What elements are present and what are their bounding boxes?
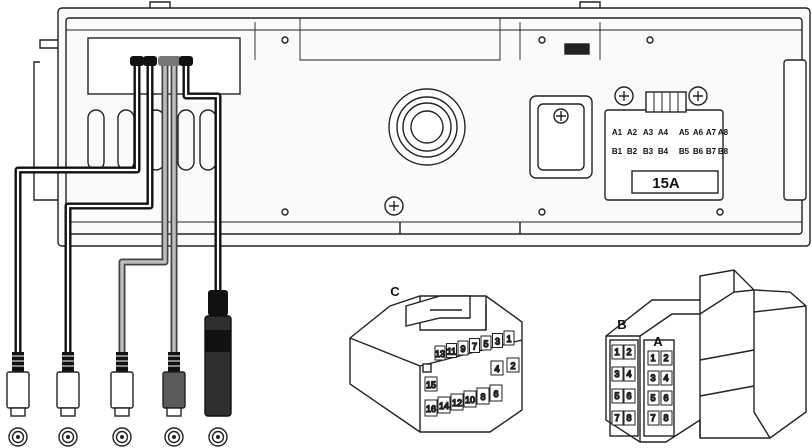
connector-b-pin-1: 1 (614, 347, 619, 357)
pin-label-b3: B3 (643, 147, 654, 156)
center-knob (388, 88, 466, 166)
connector-b-pin-4: 4 (626, 369, 631, 379)
rca-jack-icon (8, 427, 28, 447)
rca-jack-icon (58, 427, 78, 447)
pin-label-b7: B7 (706, 147, 717, 156)
connector-c-pin-7: 7 (472, 342, 477, 352)
rca-jack-icon (112, 427, 132, 447)
connector-a-pin-1: 1 (650, 353, 655, 363)
connector-c-pin-14: 14 (439, 401, 449, 411)
connector-c-pin-11: 11 (447, 347, 456, 357)
fuse-rating-label: 15A (652, 175, 680, 192)
pin-label-b2: B2 (627, 147, 638, 156)
connector-a-pin-4: 4 (663, 373, 668, 383)
connector-c-pin-3: 3 (495, 337, 500, 347)
rca-jack-icon (164, 427, 184, 447)
connector-c-pin-5: 5 (483, 339, 488, 349)
connector-c-pin-15: 15 (426, 380, 436, 390)
connector-a-pin-7: 7 (650, 413, 655, 423)
connector-a-pin-8: 8 (663, 413, 668, 423)
connector-a-pin-5: 5 (650, 393, 655, 403)
connector-c-pin-13: 13 (435, 349, 445, 359)
connector-b-pin-5: 5 (614, 391, 619, 401)
pin-label-a5: A5 (679, 128, 690, 137)
connector-c-pin-6: 6 (493, 389, 498, 399)
connector-a-pin-3: 3 (650, 373, 655, 383)
connector-b-pin-3: 3 (614, 369, 619, 379)
connector-c-label: C (390, 284, 400, 299)
pin-label-a2: A2 (627, 128, 638, 137)
connector-a-pin-6: 6 (663, 393, 668, 403)
rca-plug-group (6, 290, 232, 447)
rca-plug-2 (56, 352, 80, 447)
pin-label-b5: B5 (679, 147, 690, 156)
pin-label-b4: B4 (658, 147, 669, 156)
connector-c-pin-4: 4 (494, 364, 499, 374)
screw-icon (384, 86, 708, 216)
connector-c-pin-9: 9 (460, 344, 465, 354)
connector-c-pin-16: 16 (426, 404, 436, 414)
connector-c-pin-10: 10 (465, 395, 475, 405)
pin-label-b6: B6 (693, 147, 704, 156)
connector-b-pin-2: 2 (626, 347, 631, 357)
pin-label-a4: A4 (658, 128, 669, 137)
connector-c-pin-12: 12 (452, 398, 462, 408)
wire-harness (14, 56, 222, 360)
pin-label-a6: A6 (693, 128, 704, 137)
pin-label-a3: A3 (643, 128, 654, 137)
ground-socket (529, 95, 593, 179)
connector-c-pin-8: 8 (480, 392, 485, 402)
connector-b-label: B (617, 317, 626, 332)
connector-b-pin-8: 8 (626, 413, 631, 423)
pin-label-a1: A1 (612, 128, 623, 137)
pin-label-b8: B8 (718, 147, 729, 156)
rca-plug-1 (6, 352, 30, 447)
connector-a-pin-2: 2 (663, 353, 668, 363)
pin-label-a7: A7 (706, 128, 717, 137)
connector-c-pin-1: 1 (506, 334, 511, 344)
pin-label-b1: B1 (612, 147, 623, 156)
rca-jack-icon (208, 427, 228, 447)
rca-plug-4 (162, 352, 186, 447)
rca-plug-3 (110, 352, 134, 447)
connector-c-pin-2: 2 (510, 361, 515, 371)
connector-a-label: A (653, 334, 663, 349)
pin-label-a8: A8 (718, 128, 729, 137)
connector-b-pin-7: 7 (614, 413, 619, 423)
rca-plug-5 (204, 290, 232, 447)
connector-b-pin-6: 6 (626, 391, 631, 401)
